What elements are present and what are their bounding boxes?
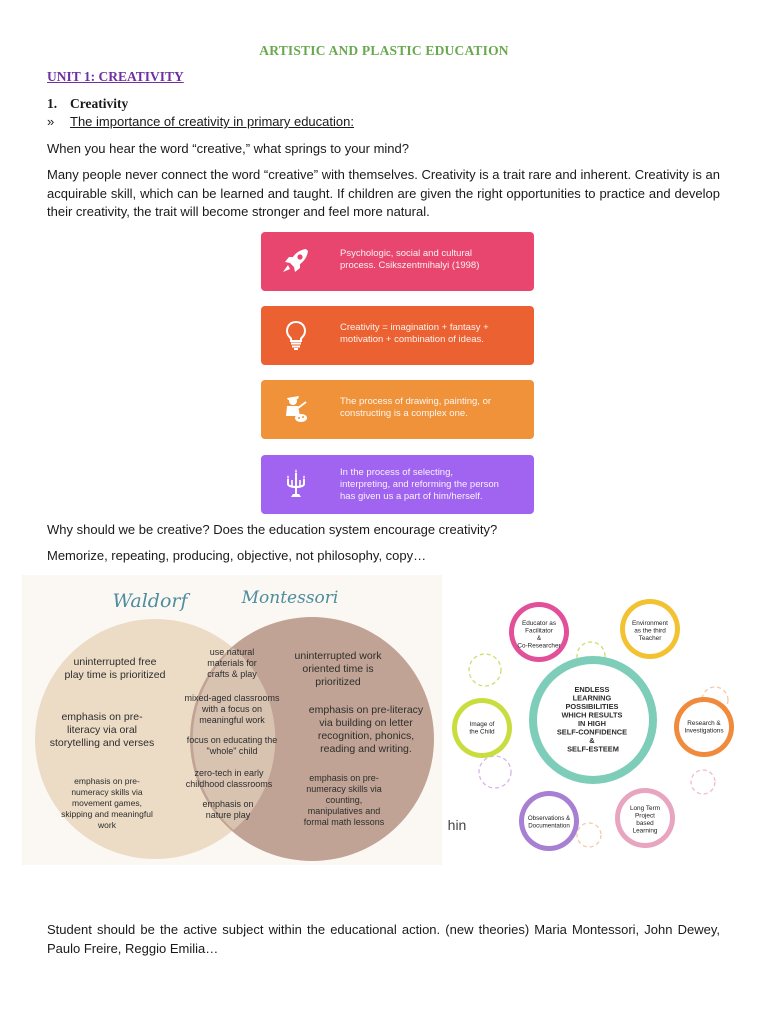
unit-title: UNIT 1: CREATIVITY	[47, 69, 184, 84]
main-gear	[529, 656, 657, 784]
candelabra-icon	[287, 469, 305, 497]
svg-text:emphasis on pre-numeracy skill: emphasis on pre-numeracy skills viacount…	[304, 773, 385, 827]
section-number: 1.	[47, 96, 58, 111]
svg-text:focus on educating the"whole": focus on educating the"whole" child	[187, 735, 278, 756]
creativity-card-2: Creativity = imagination + fantasy +moti…	[261, 306, 534, 365]
overlap-region	[192, 648, 276, 830]
reggio-emilia-gears-diagram: ENDLESS LEARNING POSSIBILITIES WHICH RES…	[445, 592, 741, 857]
paragraph-why-creative: Why should we be creative? Does the educ…	[47, 522, 498, 537]
document-title: ARTISTIC AND PLASTIC EDUCATION	[259, 43, 509, 58]
svg-text:emphasis on pre-literacy via o: emphasis on pre-literacy via oralstoryte…	[50, 711, 154, 749]
painter-icon	[286, 396, 307, 422]
paragraph-memorize: Memorize, repeating, producing, objectiv…	[47, 548, 427, 563]
subsection-title: The importance of creativity in primary …	[70, 114, 354, 129]
bullet-marker: »	[47, 114, 55, 129]
svg-text:Research &Investigations: Research &Investigations	[684, 720, 723, 735]
cropped-text-fragment: hin	[448, 817, 467, 833]
montessori-title: Montessori	[241, 588, 339, 608]
card-text: In the process of selecting,interpreting…	[340, 467, 499, 502]
gear-observations: Observations &Documentation	[519, 791, 579, 851]
creativity-card-4: In the process of selecting,interpreting…	[261, 455, 534, 514]
card-text: Creativity = imagination + fantasy +moti…	[340, 322, 489, 345]
rocket-icon	[283, 249, 308, 272]
gear-research: Research &Investigations	[674, 697, 734, 757]
waldorf-title: Waldorf	[113, 590, 191, 612]
section-title: Creativity	[70, 96, 129, 111]
svg-text:Observations &Documentation: Observations &Documentation	[528, 815, 571, 830]
paragraph-question: When you hear the word “creative,” what …	[47, 141, 410, 156]
svg-text:emphasis on pre-numeracy skill: emphasis on pre-numeracy skills viamovem…	[61, 776, 153, 830]
paragraph-active-subject: Student should be the active subject wit…	[47, 922, 720, 956]
svg-text:ENDLESS LEARNING P: ENDLESS LEARNING POSSIBILITIES WHICH RES…	[557, 685, 629, 754]
main-gear-text: ENDLESS LEARNING POSSIBILITIES WHICH RES…	[557, 685, 629, 754]
lightbulb-icon	[285, 320, 307, 350]
paragraph-creativity: Many people never connect the word “crea…	[47, 167, 720, 219]
